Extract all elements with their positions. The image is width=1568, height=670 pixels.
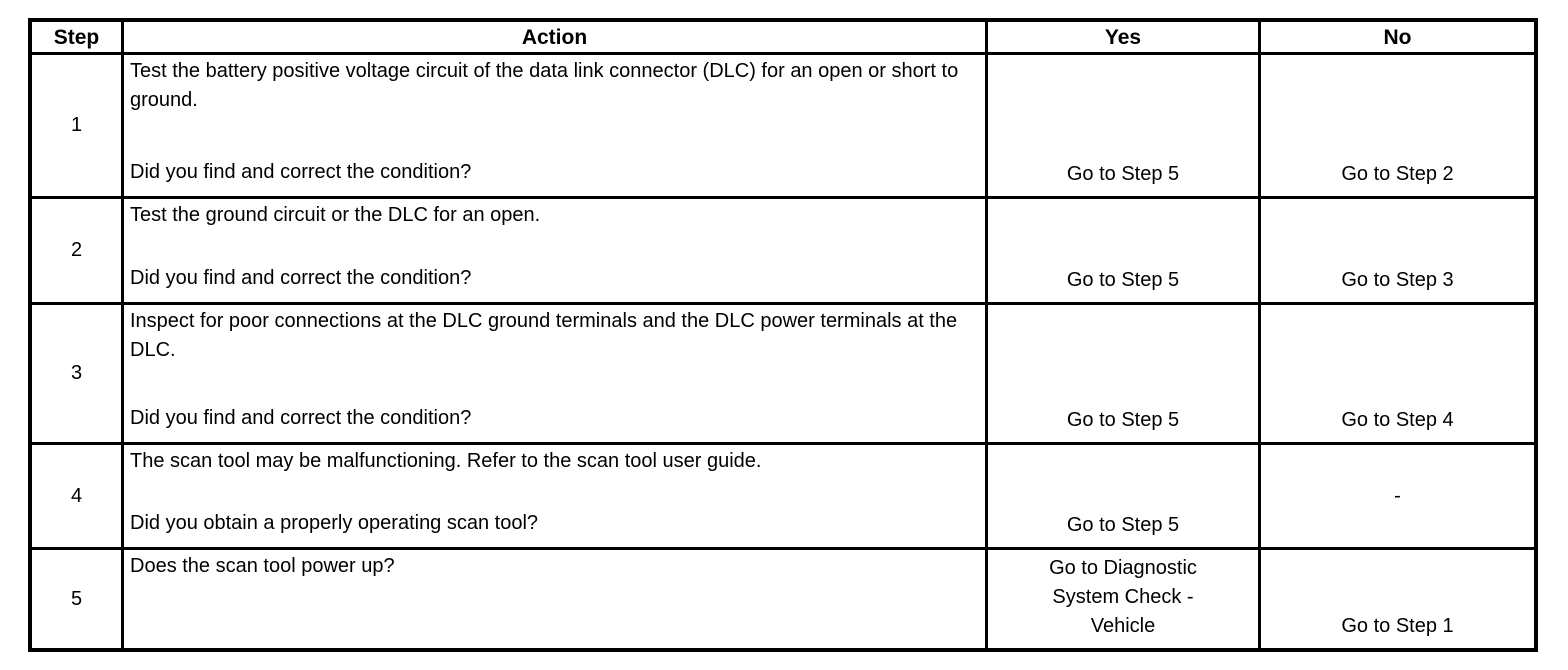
action-question: Did you obtain a properly operating scan… [130, 512, 539, 534]
yes-text: Go to Step 5 [1066, 163, 1180, 185]
action-cell: Test the ground circuit or the DLC for a… [124, 199, 988, 305]
action-text: Test the ground circuit or the DLC for a… [130, 204, 541, 226]
action-question: Did you find and correct the condition? [130, 267, 472, 289]
no-cell: - [1261, 445, 1534, 550]
yes-column-header: Yes [988, 22, 1261, 55]
no-text: Go to Step 1 [1341, 615, 1454, 637]
yes-cell: Go to Step 5 [988, 55, 1261, 199]
step-number: 5 [32, 550, 124, 648]
no-text: Go to Step 3 [1341, 269, 1454, 291]
yes-cell: Go to Step 5 [988, 445, 1261, 550]
yes-cell: Go to Step 5 [988, 305, 1261, 445]
no-cell: Go to Step 3 [1261, 199, 1534, 305]
action-text: Test the battery positive voltage circui… [130, 60, 959, 111]
action-cell: The scan tool may be malfunctioning. Ref… [124, 445, 988, 550]
action-question: Did you find and correct the condition? [130, 407, 472, 429]
action-text: Inspect for poor connections at the DLC … [130, 310, 958, 361]
action-text: Does the scan tool power up? [130, 555, 395, 577]
action-cell: Inspect for poor connections at the DLC … [124, 305, 988, 445]
yes-text: Go to Step 5 [1066, 409, 1180, 431]
action-text: The scan tool may be malfunctioning. Ref… [130, 450, 762, 472]
step-number: 3 [32, 305, 124, 445]
action-question: Did you find and correct the condition? [130, 161, 472, 183]
action-column-header: Action [124, 22, 988, 55]
step-number: 4 [32, 445, 124, 550]
no-text: Go to Step 2 [1341, 163, 1454, 185]
diagnostic-steps-table: Step Action Yes No 1 Test the battery po… [28, 18, 1538, 652]
step-number: 2 [32, 199, 124, 305]
yes-text: Go to Step 5 [1066, 269, 1180, 291]
no-column-header: No [1261, 22, 1534, 55]
action-cell: Does the scan tool power up? [124, 550, 988, 648]
action-cell: Test the battery positive voltage circui… [124, 55, 988, 199]
no-text: Go to Step 4 [1341, 409, 1454, 431]
no-cell: Go to Step 4 [1261, 305, 1534, 445]
no-cell: Go to Step 2 [1261, 55, 1534, 199]
yes-cell: Go to Step 5 [988, 199, 1261, 305]
yes-cell: Go to Diagnostic System Check - Vehicle [988, 550, 1261, 648]
no-text: - [1394, 484, 1401, 507]
step-number: 1 [32, 55, 124, 199]
step-column-header: Step [32, 22, 124, 55]
yes-text: Go to Diagnostic System Check - Vehicle [1049, 557, 1197, 637]
no-cell: Go to Step 1 [1261, 550, 1534, 648]
yes-text: Go to Step 5 [1066, 514, 1180, 536]
